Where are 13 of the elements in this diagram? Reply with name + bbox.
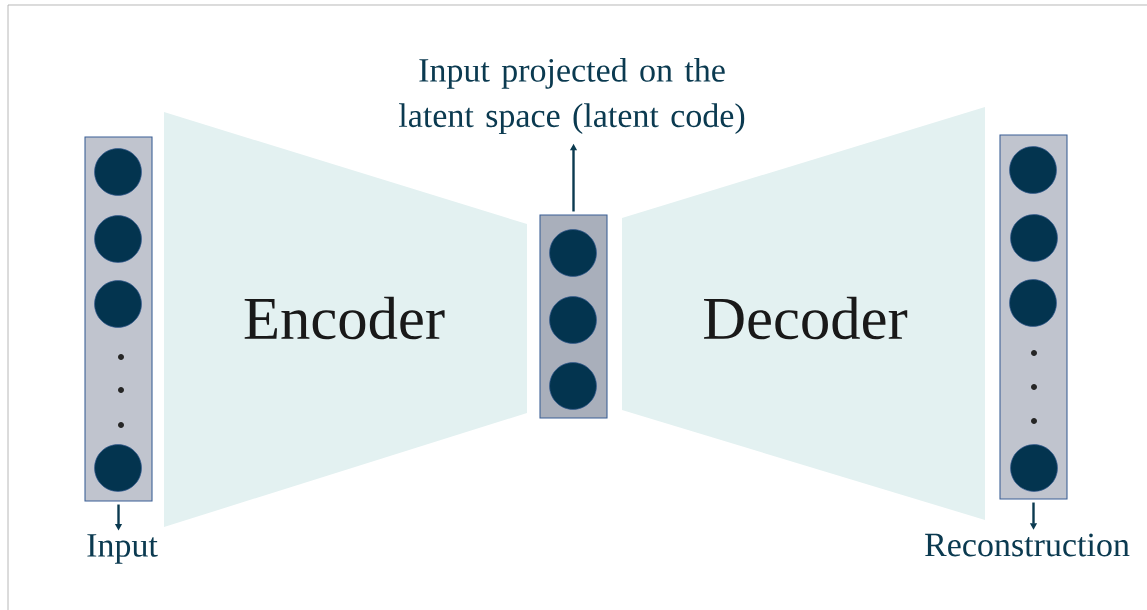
neuron-circle bbox=[549, 229, 597, 277]
neuron-circle bbox=[1010, 444, 1058, 492]
neuron-circle bbox=[94, 148, 142, 196]
neuron-circle bbox=[94, 444, 142, 492]
neuron-circle bbox=[1010, 214, 1058, 262]
neuron-circle bbox=[549, 362, 597, 410]
neuron-circle bbox=[549, 296, 597, 344]
neuron-circle bbox=[94, 280, 142, 328]
neuron-circle bbox=[94, 215, 142, 263]
caption-text: Input bbox=[87, 534, 158, 564]
caption-text: Reconstruction bbox=[925, 533, 1130, 557]
neuron-circle bbox=[1009, 146, 1057, 194]
neuron-circle bbox=[1009, 279, 1057, 327]
